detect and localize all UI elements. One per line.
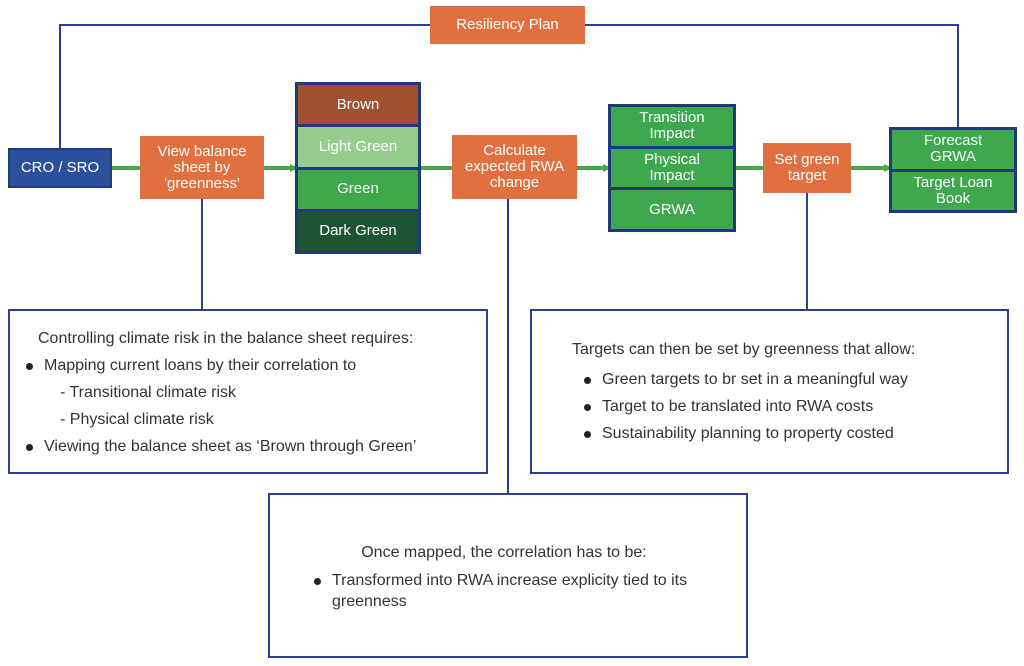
output-target-loan-book: Target Loan Book (892, 171, 1014, 210)
resiliency-plan-box: Resiliency Plan (430, 6, 585, 44)
outputs-stack: Forecast GRWA Target Loan Book (889, 127, 1017, 213)
note-right-heading: Targets can then be set by greenness tha… (572, 341, 916, 358)
note-left-bullet-2: Viewing the balance sheet as ‘Brown thro… (24, 433, 468, 460)
note-right: Targets can then be set by greenness tha… (530, 309, 1009, 474)
greenness-dark-green: Dark Green (298, 211, 418, 251)
greenness-green: Green (298, 169, 418, 209)
cro-sro-box: CRO / SRO (8, 148, 112, 188)
view-balance-sheet-step: View balance sheet by 'greenness' (140, 136, 264, 199)
note-left: Controlling climate risk in the balance … (8, 309, 488, 474)
note-middle-bullet-1: Transformed into RWA increase explicity … (312, 567, 716, 612)
note-right-bullet-2: Target to be translated into RWA costs (582, 393, 989, 420)
note-middle-heading: Once mapped, the correlation has to be: (361, 544, 647, 561)
impact-grwa: GRWA (611, 190, 733, 230)
impacts-stack: Transition Impact Physical Impact GRWA (608, 104, 736, 232)
output-forecast-grwa: Forecast GRWA (892, 130, 1014, 169)
note-right-bullet-1: Green targets to br set in a meaningful … (582, 366, 989, 393)
calculate-rwa-step: Calculate expected RWA change (452, 135, 577, 199)
note-right-bullet-3: Sustainability planning to property cost… (582, 420, 989, 447)
set-green-target-step: Set green target (763, 143, 851, 193)
impact-transition: Transition Impact (611, 107, 733, 146)
note-left-sub-1: - Transitional climate risk (60, 384, 237, 401)
note-middle: Once mapped, the correlation has to be: … (268, 493, 748, 658)
impact-physical: Physical Impact (611, 148, 733, 188)
note-left-sub-2: - Physical climate risk (60, 411, 214, 428)
note-left-heading: Controlling climate risk in the balance … (38, 330, 414, 347)
greenness-light-green: Light Green (298, 127, 418, 167)
greenness-scale: Brown Light Green Green Dark Green (295, 82, 421, 254)
greenness-brown: Brown (298, 85, 418, 125)
note-left-bullet-1: Mapping current loans by their correlati… (24, 352, 468, 379)
